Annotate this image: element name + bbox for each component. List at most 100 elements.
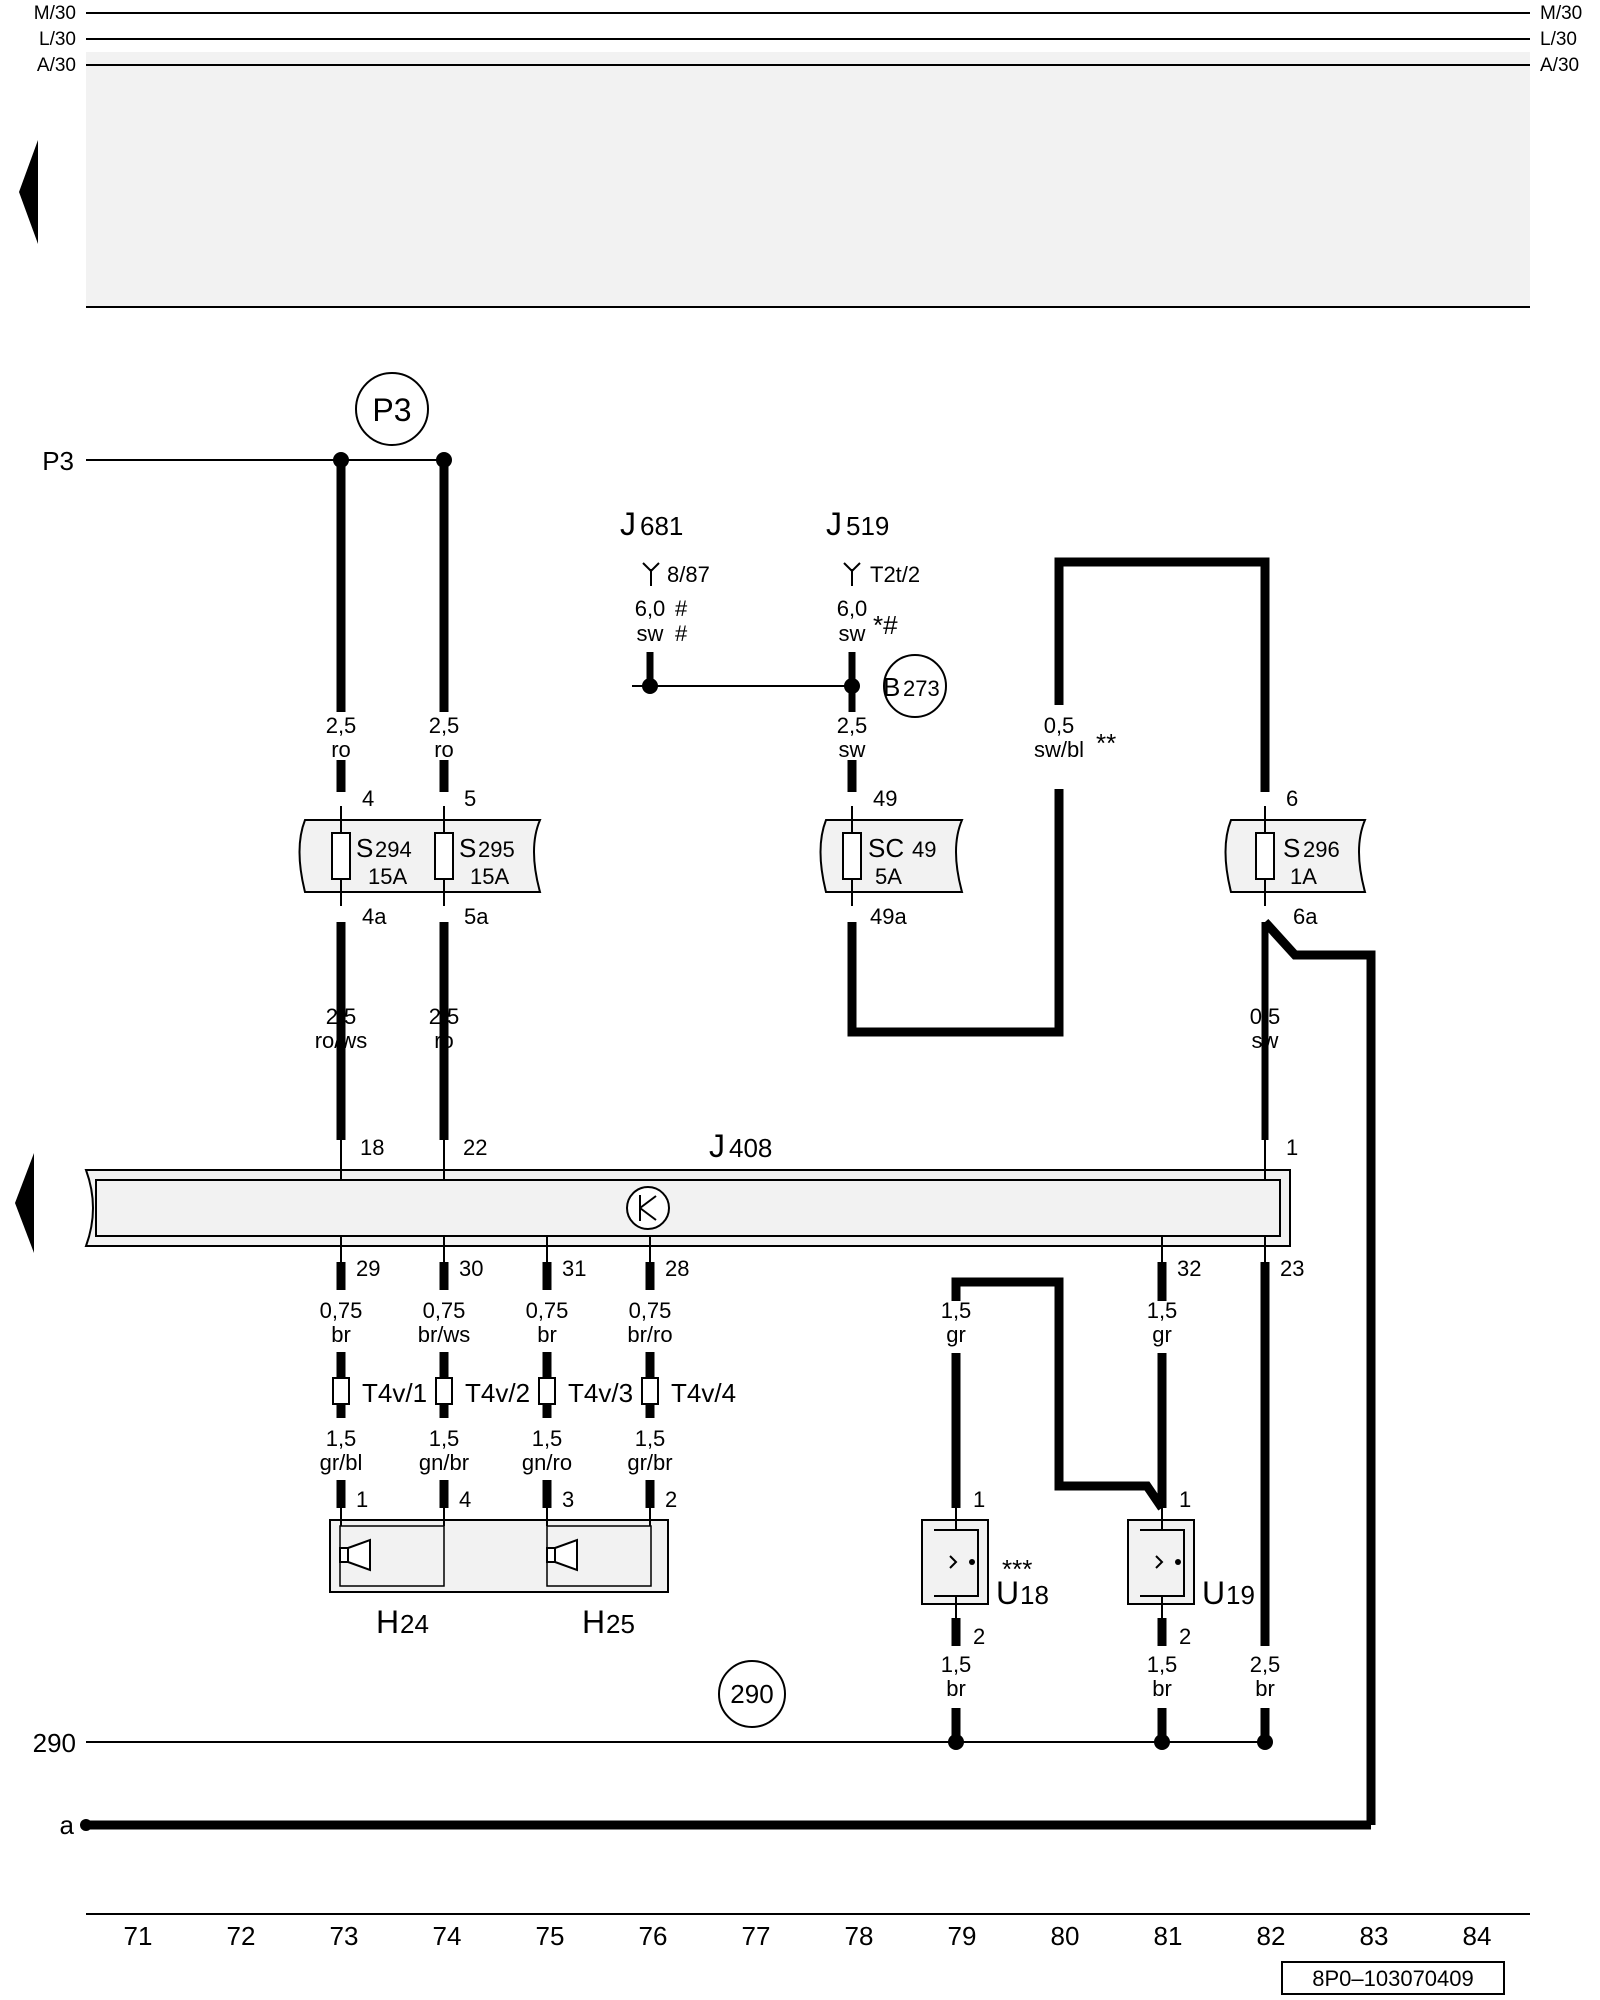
grid-col-71: 71 [124,1921,153,1951]
pin-4: 4 [362,786,374,811]
grid-col-84: 84 [1463,1921,1492,1951]
wire-size-73a: 2,5 [326,713,357,738]
pin-18: 18 [360,1135,384,1160]
wire-color-75d: gn/ro [522,1450,572,1475]
wire-color-j519: sw [839,621,866,646]
socket-u18-note: *** [1002,1554,1032,1584]
relay-j519-letter: J [826,506,842,542]
fuse-sc49-letter: SC [868,833,904,863]
wire-size-81b: 1,5 [1147,1652,1178,1677]
grid-col-81: 81 [1154,1921,1183,1951]
speaker-icon [546,1538,578,1572]
fuse-s295-letter: S [459,833,476,863]
connector-t4v [332,1377,659,1405]
fuse-holder-s294-s295 [298,819,542,893]
transistor-icon [626,1186,670,1230]
pin-29: 29 [356,1256,380,1281]
rail-label-l30-left: L/30 [39,29,76,50]
rail-label-a30-left: A/30 [37,55,76,76]
wire-size-73c: 0,75 [320,1298,363,1323]
wire-color-73d: gr/bl [320,1450,363,1475]
ground-rail-290-label: 290 [33,1728,76,1758]
grid-col-79: 79 [948,1921,977,1951]
relay-j681-number: 681 [640,511,683,541]
wire-color-73a: ro [331,737,351,762]
pin-28: 28 [665,1256,689,1281]
connector-t4v-3: T4v/3 [568,1378,633,1408]
fuse-s295-number: 295 [478,837,515,862]
speaker-icon [339,1538,371,1572]
rail-a-label: a [60,1810,75,1840]
wire-mark-j519: *# [873,610,898,640]
fuse-sc49-rating: 5A [875,864,902,889]
wire-color-73c: br [331,1322,351,1347]
wire-mark-j681-1: # [675,596,688,621]
rail-label-m30-left: M/30 [34,3,76,24]
wire-size-75c: 0,75 [526,1298,569,1323]
grid-col-73: 73 [330,1921,359,1951]
connector-t4v-2: T4v/2 [465,1378,530,1408]
grid-col-77: 77 [742,1921,771,1951]
wire-color-73b: ro/ws [315,1028,368,1053]
pin-32: 32 [1177,1256,1201,1281]
fuse-s296-number: 296 [1303,837,1340,862]
grid-col-83: 83 [1360,1921,1389,1951]
pin-u19-1: 1 [1179,1487,1191,1512]
fuse-s294-letter: S [356,833,373,863]
top-rails: M/30 L/30 A/30 M/30 L/30 A/30 [34,3,1582,308]
module-j408-letter: J [709,1128,725,1164]
wire-color-76d: gr/br [627,1450,672,1475]
wire-color-74c: br/ws [418,1322,471,1347]
wire-color-78: sw [839,737,866,762]
wire-color-j681: sw [637,621,664,646]
wire-size-76c: 0,75 [629,1298,672,1323]
socket-u19 [1127,1508,1195,1618]
circle-b-letter: B [883,672,900,702]
wire-size-78: 2,5 [837,713,868,738]
socket-u18-number: 18 [1020,1580,1049,1610]
wire-color-76c: br/ro [627,1322,672,1347]
grid-col-78: 78 [845,1921,874,1951]
wire-size-j681: 6,0 [635,596,666,621]
wire-size-j519: 6,0 [837,596,868,621]
socket-u18-letter: U [996,1575,1019,1611]
rail-label-a30-right: A/30 [1540,55,1579,76]
speaker-h25-letter: H [582,1604,605,1640]
p3-circle-label: P3 [372,392,411,428]
wire-size-80: 0,5 [1044,713,1075,738]
wire-color-75c: br [537,1322,557,1347]
pin-6: 6 [1286,786,1298,811]
speaker-h24-letter: H [376,1604,399,1640]
rail-a [80,1819,1371,1831]
rail-label-l30-right: L/30 [1540,29,1577,50]
wire-color-80: sw/bl [1034,737,1084,762]
pin-j681-8-87: 8/87 [667,562,710,587]
wire-color-82a: sw [1252,1028,1279,1053]
fuse-s296-rating: 1A [1290,864,1317,889]
wire-color-82b: br [1255,1676,1275,1701]
wire-mark-j681-2: # [675,621,688,646]
fuse-s294-rating: 15A [368,864,407,889]
module-j408-number: 408 [729,1133,772,1163]
socket-u18 [921,1508,989,1618]
pin-5a: 5a [464,904,489,929]
wire-color-79b: br [946,1676,966,1701]
pin-4a: 4a [362,904,387,929]
wire-size-75d: 1,5 [532,1426,563,1451]
pin-u18-2: 2 [973,1624,985,1649]
wire-color-74a: ro [434,737,454,762]
wire-color-74d: gn/br [419,1450,469,1475]
fuse-wires-upper [336,460,449,1140]
fuse-s295-rating: 15A [470,864,509,889]
wire-size-81a: 1,5 [1147,1298,1178,1323]
p3-rail-label: P3 [42,446,74,476]
socket-u19-number: 19 [1226,1580,1255,1610]
pin-49: 49 [873,786,897,811]
document-id: 8P0–103070409 [1312,1966,1474,1991]
circle-b-number: 273 [903,676,940,701]
relay-j519-number: 519 [846,511,889,541]
wire-size-74a: 2,5 [429,713,460,738]
wire-size-74c: 0,75 [423,1298,466,1323]
ground-circle-290-label: 290 [730,1679,773,1709]
